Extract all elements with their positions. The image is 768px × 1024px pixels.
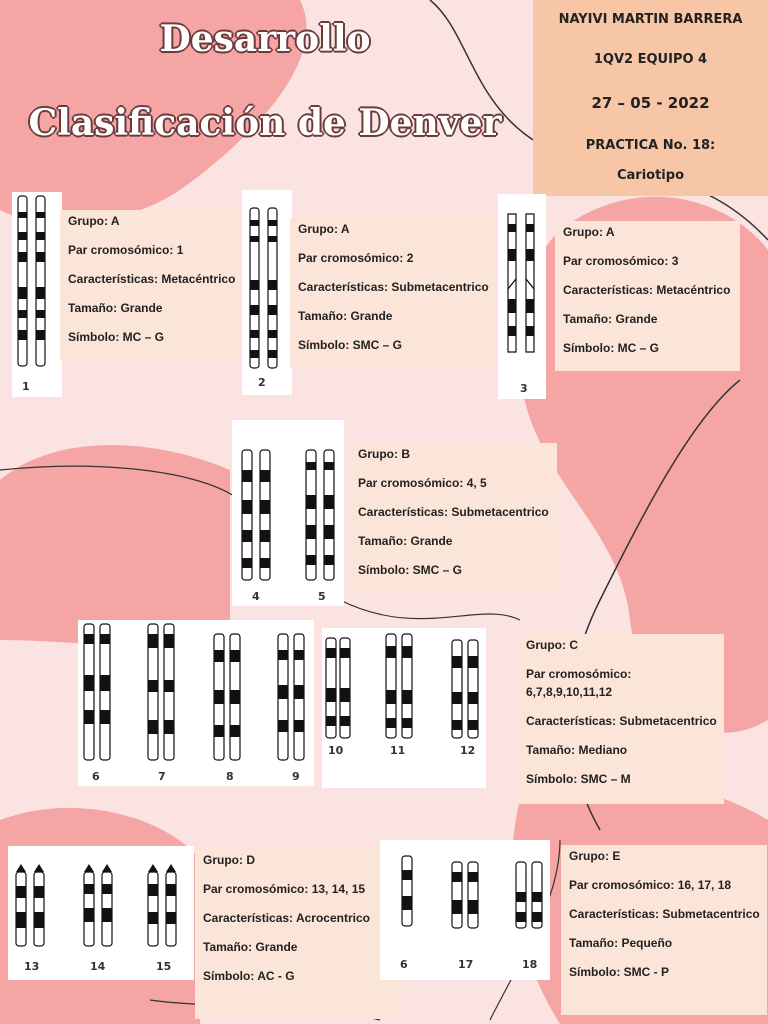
karyotype-image-group-c-right: 10 11 12	[322, 628, 486, 788]
page-subtitle: Clasificación de Denver	[28, 102, 502, 144]
chromosome-number: 17	[458, 958, 474, 971]
info-card-group-c: Grupo: C Par cromosómico: 6,7,8,9,10,11,…	[518, 634, 724, 804]
chromosome-number: 5	[318, 590, 326, 603]
page-title: Desarrollo	[159, 18, 371, 60]
chromosome-number: 12	[460, 744, 476, 757]
card-simbolo: Símbolo: SMC – G	[358, 563, 463, 577]
chromosome-number: 1	[22, 380, 30, 393]
card-tamano: Tamaño: Pequeño	[569, 936, 673, 950]
chromosome-number: 11	[390, 744, 406, 757]
info-card-group-a-3: Grupo: A Par cromosómico: 3 Característi…	[555, 221, 740, 371]
team-label: 1QV2 EQUIPO 4	[593, 52, 708, 67]
chromosome-icon	[17, 195, 46, 367]
card-caracteristicas: Características: Acrocentrico	[203, 911, 370, 925]
info-card-group-d: Grupo: D Par cromosómico: 13, 14, 15 Car…	[195, 849, 401, 1019]
chromosome-icon	[507, 213, 535, 353]
chromosome-number: 9	[292, 770, 300, 783]
karyotype-image-group-b: 4 5	[232, 420, 344, 606]
karyotype-image-2: 2	[242, 190, 292, 395]
card-simbolo: Símbolo: AC - G	[203, 969, 295, 983]
karyotype-image-1: 1	[12, 192, 62, 397]
card-grupo: Grupo: C	[526, 638, 578, 652]
chromosome-icon	[249, 207, 278, 369]
card-tamano: Tamaño: Grande	[358, 534, 453, 548]
card-caracteristicas: Características: Submetacentrico	[358, 505, 549, 519]
card-par: Par cromosómico: 2	[298, 251, 414, 265]
card-tamano: Tamaño: Grande	[563, 312, 658, 326]
card-caracteristicas: Características: Metacéntrico	[563, 283, 731, 297]
info-card-group-a-2: Grupo: A Par cromosómico: 2 Característi…	[290, 218, 496, 368]
karyotype-image-group-c-left: 6 7 8 9	[78, 620, 314, 786]
chromosome-number: 2	[258, 376, 266, 389]
card-grupo: Grupo: E	[569, 849, 621, 863]
card-grupo: Grupo: B	[358, 447, 410, 461]
card-tamano: Tamaño: Mediano	[526, 743, 628, 757]
card-tamano: Tamaño: Grande	[298, 309, 393, 323]
chromosome-number: 15	[156, 960, 172, 973]
chromosome-number: 10	[328, 744, 344, 757]
card-simbolo: Símbolo: MC – G	[563, 341, 659, 355]
chromosome-icon	[241, 449, 335, 581]
card-caracteristicas: Características: Metacéntrico	[68, 272, 236, 286]
chromosome-number: 18	[522, 958, 538, 971]
student-name: NAYIVI MARTIN BARRERA	[558, 12, 743, 27]
info-card-group-e: Grupo: E Par cromosómico: 16, 17, 18 Car…	[561, 845, 767, 1015]
chromosome-icon	[401, 855, 543, 929]
karyotype-image-3: 3	[498, 194, 546, 399]
card-par: Par cromosómico: 4, 5	[358, 476, 487, 490]
card-grupo: Grupo: D	[203, 853, 255, 867]
info-card-group-a-1: Grupo: A Par cromosómico: 1 Característi…	[60, 210, 248, 360]
chromosome-number: 6	[400, 958, 408, 971]
date-label: 27 – 05 - 2022	[591, 94, 710, 112]
chromosome-icon	[83, 623, 305, 761]
chromosome-number: 4	[252, 590, 260, 603]
chromosome-icon	[15, 864, 177, 947]
chromosome-number: 14	[90, 960, 106, 973]
karyotype-image-group-e: 6 17 18	[380, 840, 550, 980]
card-simbolo: Símbolo: SMC – G	[298, 338, 403, 352]
card-grupo: Grupo: A	[68, 214, 120, 228]
chromosome-number: 8	[226, 770, 234, 783]
card-tamano: Tamaño: Grande	[68, 301, 163, 315]
card-grupo: Grupo: A	[563, 225, 615, 239]
chromosome-number: 13	[24, 960, 40, 973]
practice-topic: Cariotipo	[616, 168, 685, 183]
chromosome-number: 7	[158, 770, 166, 783]
card-grupo: Grupo: A	[298, 222, 350, 236]
chromosome-number: 3	[520, 382, 528, 395]
card-par-values: 6,7,8,9,10,11,12	[526, 685, 613, 699]
karyotype-image-group-d: 13 14 15	[8, 846, 194, 980]
card-caracteristicas: Características: Submetacentrico	[526, 714, 717, 728]
card-caracteristicas: Características: Submetacentrico	[298, 280, 489, 294]
card-par: Par cromosómico: 3	[563, 254, 679, 268]
card-simbolo: Símbolo: SMC - P	[569, 965, 669, 979]
card-par: Par cromosómico: 1	[68, 243, 184, 257]
chromosome-icon	[325, 633, 479, 739]
card-simbolo: Símbolo: MC – G	[68, 330, 164, 344]
chromosome-number: 6	[92, 770, 100, 783]
card-simbolo: Símbolo: SMC – M	[526, 772, 631, 786]
card-par: Par cromosómico: 16, 17, 18	[569, 878, 732, 892]
practice-label: PRACTICA No. 18:	[585, 138, 716, 153]
card-tamano: Tamaño: Grande	[203, 940, 298, 954]
card-caracteristicas: Características: Submetacentrico	[569, 907, 760, 921]
info-card-group-b: Grupo: B Par cromosómico: 4, 5 Caracterí…	[350, 443, 557, 593]
header-info-box: NAYIVI MARTIN BARRERA 1QV2 EQUIPO 4 27 –…	[533, 0, 768, 196]
card-par: Par cromosómico:	[526, 667, 632, 681]
card-par: Par cromosómico: 13, 14, 15	[203, 882, 366, 896]
